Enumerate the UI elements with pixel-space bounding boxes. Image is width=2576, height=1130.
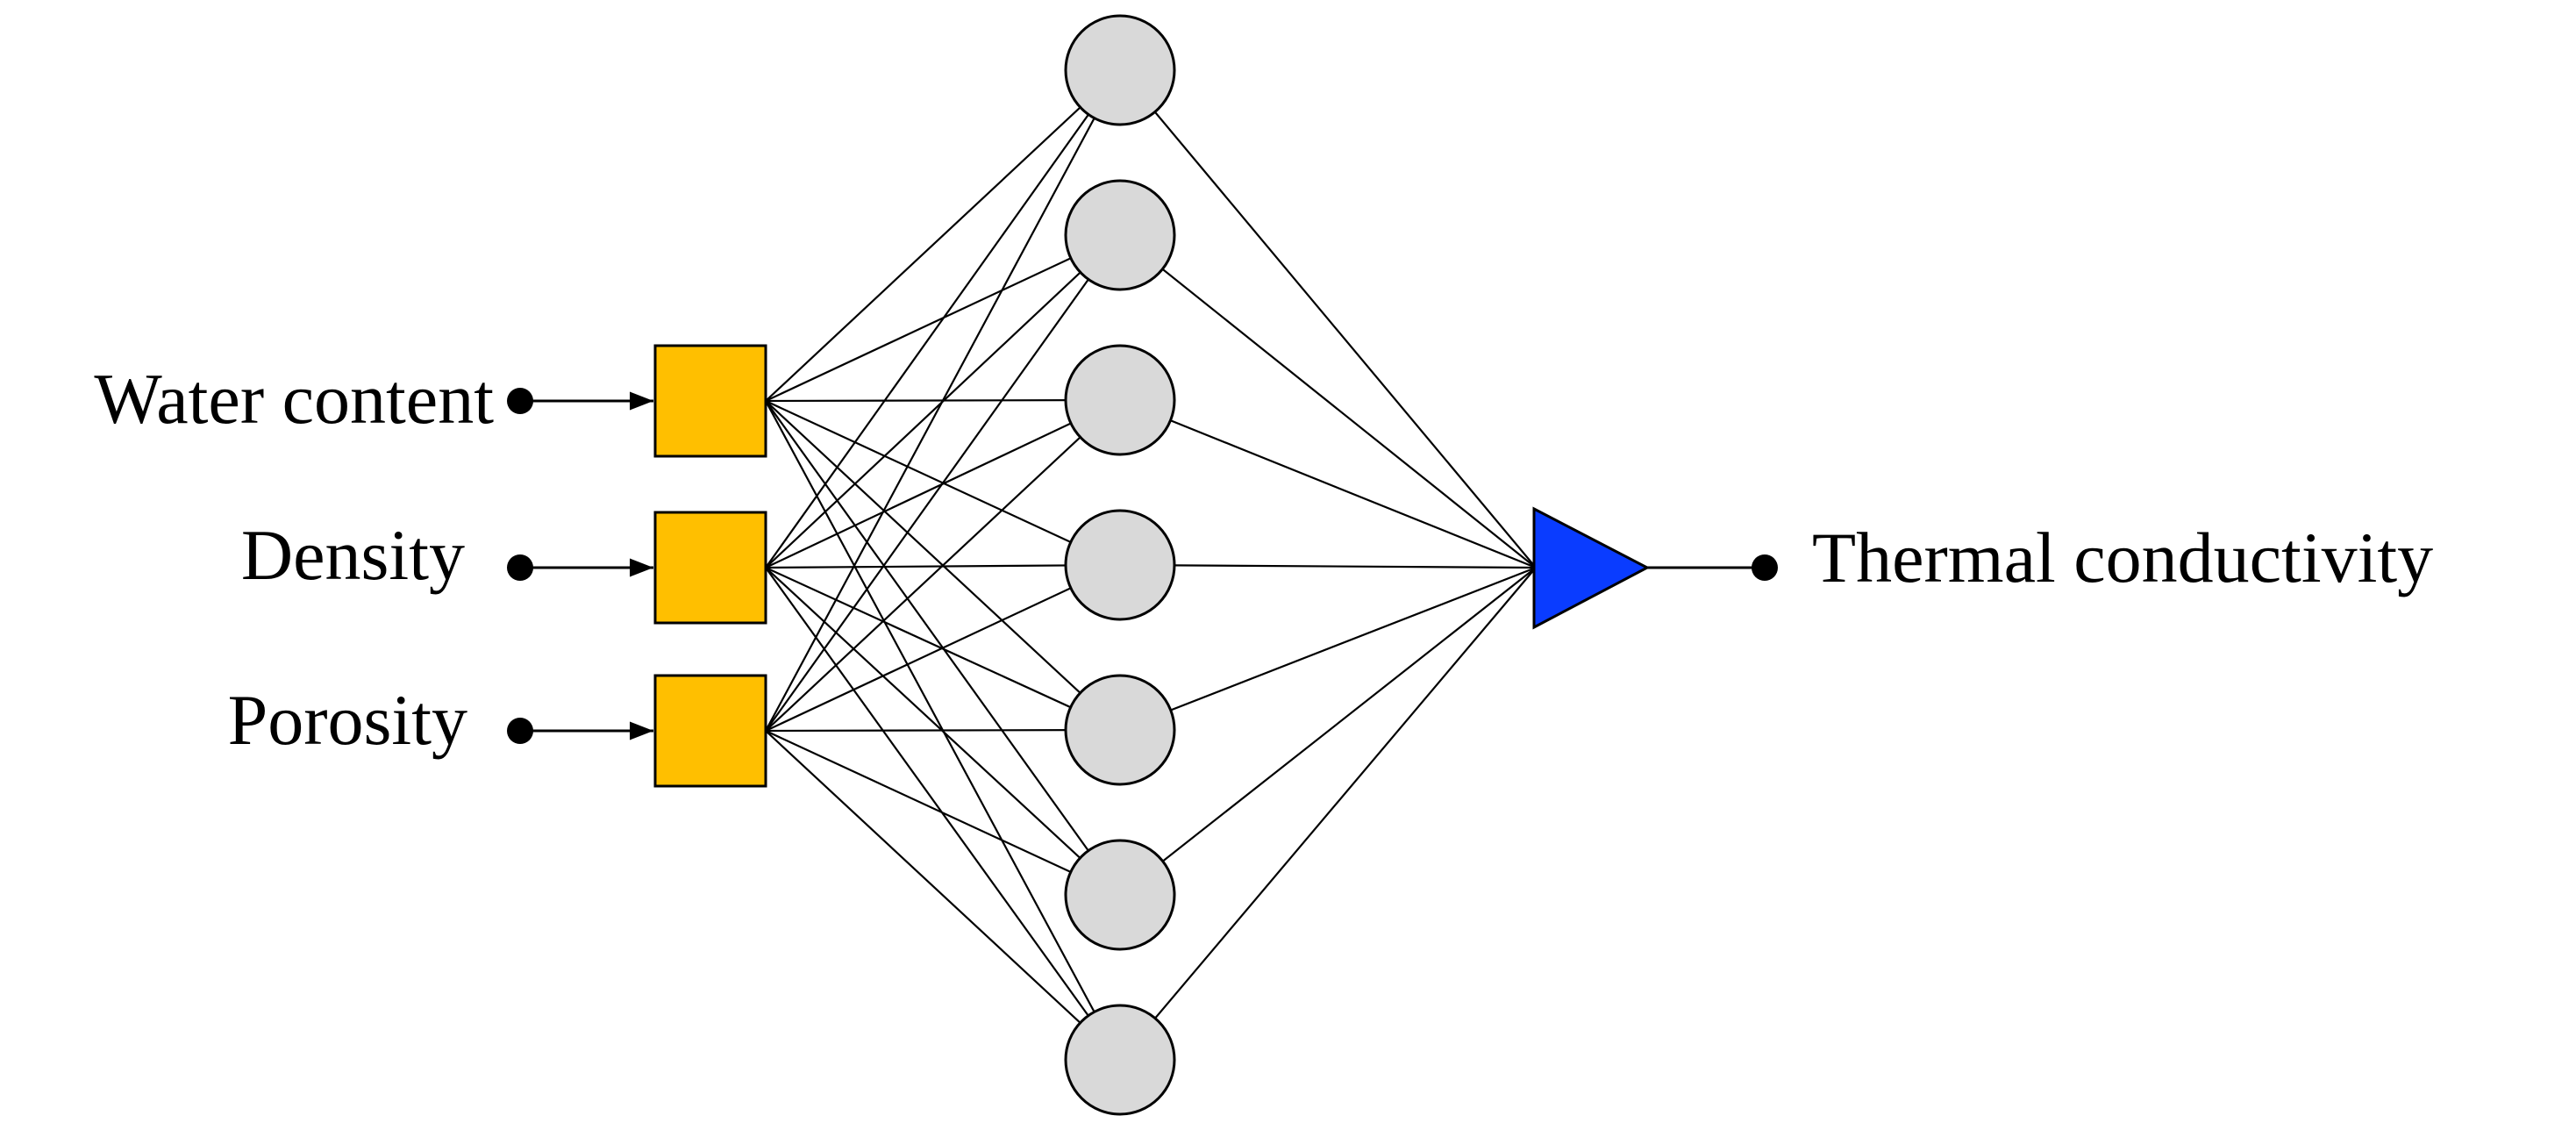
- output-terminal-dot: [1752, 554, 1778, 581]
- output-node: [1532, 506, 1651, 630]
- edge-input-3-hidden-6: [765, 730, 1121, 896]
- hidden-neuron-4: [1064, 509, 1176, 621]
- input-label-density: Density: [241, 515, 465, 595]
- hidden-neuron-2: [1064, 179, 1176, 291]
- edge-input-3-hidden-1: [765, 69, 1121, 732]
- input-node-3: [653, 674, 767, 788]
- hidden-neuron-6: [1064, 839, 1176, 951]
- input-node-1: [653, 344, 767, 458]
- edge-input-3-hidden-7: [765, 730, 1121, 1061]
- input-terminal-dot-3: [507, 718, 533, 744]
- output-label-thermal-conductivity: Thermal conductivity: [1812, 518, 2433, 597]
- hidden-neuron-3: [1064, 344, 1176, 456]
- edge-input-2-hidden-1: [765, 69, 1121, 569]
- edge-hidden-4-output: [1119, 563, 1537, 569]
- edge-input-3-hidden-2: [765, 234, 1121, 732]
- labels: Water content Density Porosity Thermal c…: [94, 359, 2433, 760]
- nodes: [653, 14, 1651, 1116]
- connections: [765, 69, 1537, 1061]
- edge-input-3-hidden-4: [765, 564, 1121, 732]
- edge-input-3-hidden-5: [765, 728, 1121, 733]
- edge-hidden-3-output: [1119, 398, 1537, 569]
- edge-hidden-6-output: [1119, 567, 1537, 896]
- edge-input-1-hidden-1: [765, 69, 1121, 402]
- input-label-porosity: Porosity: [228, 680, 467, 760]
- io-lines: [507, 388, 1778, 744]
- hidden-neuron-5: [1064, 674, 1176, 786]
- edge-hidden-2-output: [1119, 234, 1537, 569]
- edge-hidden-7-output: [1119, 567, 1537, 1061]
- hidden-neuron-1: [1064, 14, 1176, 126]
- input-node-2: [653, 511, 767, 625]
- hidden-neuron-7: [1064, 1004, 1176, 1116]
- edge-input-3-hidden-3: [765, 399, 1121, 732]
- input-terminal-dot-1: [507, 388, 533, 414]
- edge-hidden-5-output: [1119, 566, 1537, 732]
- input-terminal-dot-2: [507, 554, 533, 581]
- edge-hidden-1-output: [1119, 69, 1537, 569]
- input-label-water-content: Water content: [94, 359, 494, 439]
